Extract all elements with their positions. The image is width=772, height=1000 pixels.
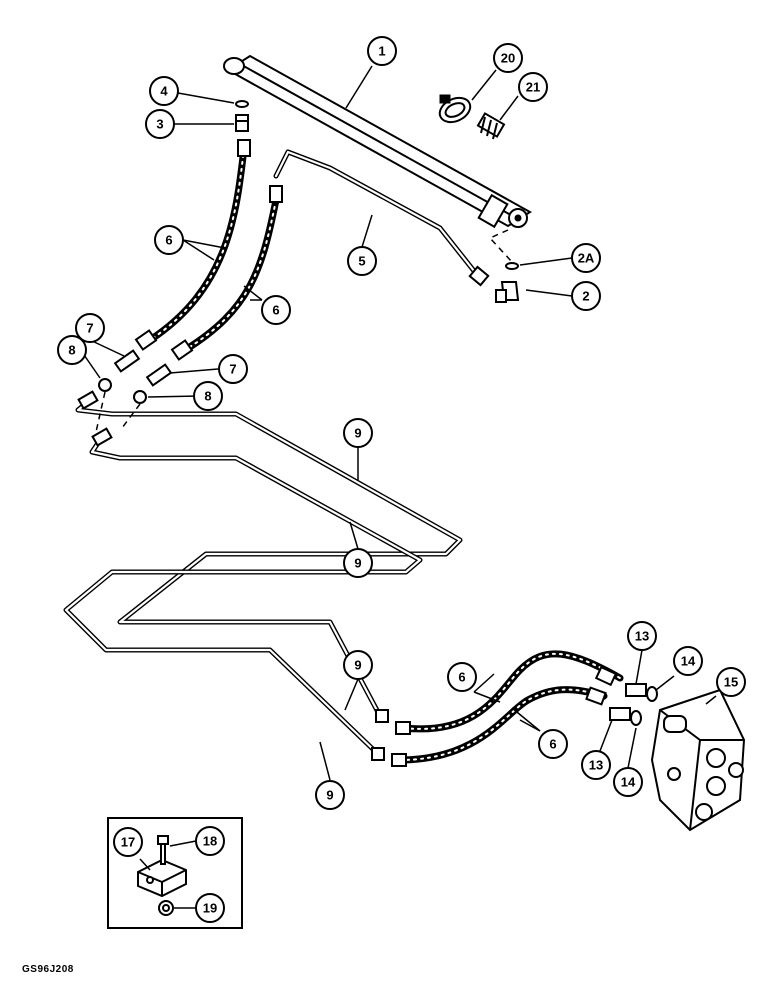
svg-text:2A: 2A: [578, 251, 595, 266]
hydraulic-cylinder: [223, 54, 532, 229]
washer-2a: [505, 262, 519, 270]
svg-text:13: 13: [635, 629, 649, 644]
callout-8-left: 8: [57, 335, 87, 365]
callout-4: 4: [149, 76, 179, 106]
callout-6-lower-left: 6: [447, 662, 477, 692]
callout-14-upper: 14: [673, 646, 703, 676]
svg-text:6: 6: [165, 233, 172, 248]
svg-text:7: 7: [86, 321, 93, 336]
steel-tubes-9: [63, 390, 463, 761]
lower-hoses: [391, 650, 624, 767]
svg-text:9: 9: [326, 788, 333, 803]
upper-hoses: [134, 139, 283, 361]
callout-18: 18: [195, 826, 225, 856]
svg-text:14: 14: [621, 775, 636, 790]
callout-8-right: 8: [193, 381, 223, 411]
callout-14-lower: 14: [613, 767, 643, 797]
bolt-18: [157, 835, 169, 865]
callout-7-right: 7: [218, 354, 248, 384]
nuts-8: [98, 378, 147, 404]
seal-ring: [235, 100, 249, 108]
callout-2a: 2A: [571, 243, 601, 273]
callout-13-upper: 13: [627, 621, 657, 651]
svg-text:1: 1: [378, 44, 385, 59]
svg-text:8: 8: [204, 389, 211, 404]
callout-21: 21: [518, 72, 548, 102]
svg-text:9: 9: [354, 658, 361, 673]
control-valve: [650, 688, 746, 832]
adapter-fitting: [235, 114, 249, 132]
svg-text:3: 3: [156, 117, 163, 132]
callout-9-middle: 9: [343, 548, 373, 578]
callout-5: 5: [347, 246, 377, 276]
svg-text:19: 19: [203, 901, 217, 916]
callout-6-lower-right: 6: [538, 729, 568, 759]
callout-15: 15: [716, 667, 746, 697]
figure-code: GS96J208: [22, 964, 74, 975]
callout-9-top: 9: [343, 418, 373, 448]
nut-19: [158, 900, 174, 916]
svg-text:21: 21: [526, 80, 540, 95]
fittings-7: [113, 349, 173, 387]
svg-text:9: 9: [354, 556, 361, 571]
svg-text:13: 13: [589, 758, 603, 773]
clamp-sleeve: [476, 112, 506, 140]
callout-9-bottom: 9: [315, 780, 345, 810]
callout-3: 3: [145, 109, 175, 139]
callout-7-left: 7: [75, 313, 105, 343]
o-rings-14: [630, 686, 658, 726]
elbow-fitting: [495, 281, 520, 303]
callout-13-lower: 13: [581, 750, 611, 780]
callout-17: 17: [113, 827, 143, 857]
hose-clamp: [438, 94, 472, 124]
svg-text:20: 20: [501, 51, 515, 66]
callout-2: 2: [571, 281, 601, 311]
svg-text:2: 2: [582, 289, 589, 304]
svg-text:4: 4: [160, 84, 168, 99]
svg-text:8: 8: [68, 343, 75, 358]
callout-9-lower: 9: [343, 650, 373, 680]
callout-19: 19: [195, 893, 225, 923]
svg-text:17: 17: [121, 835, 135, 850]
svg-text:6: 6: [549, 737, 556, 752]
svg-text:18: 18: [203, 834, 217, 849]
callout-1: 1: [367, 36, 397, 66]
svg-text:15: 15: [724, 675, 738, 690]
svg-text:6: 6: [272, 303, 279, 318]
callout-20: 20: [493, 43, 523, 73]
svg-text:9: 9: [354, 426, 361, 441]
svg-text:7: 7: [229, 362, 236, 377]
svg-text:6: 6: [458, 670, 465, 685]
svg-text:14: 14: [681, 654, 696, 669]
callout-6-upper-left: 6: [154, 225, 184, 255]
callout-6-upper-right: 6: [261, 295, 291, 325]
svg-text:5: 5: [358, 254, 365, 269]
rigid-tube-5: [273, 149, 490, 287]
